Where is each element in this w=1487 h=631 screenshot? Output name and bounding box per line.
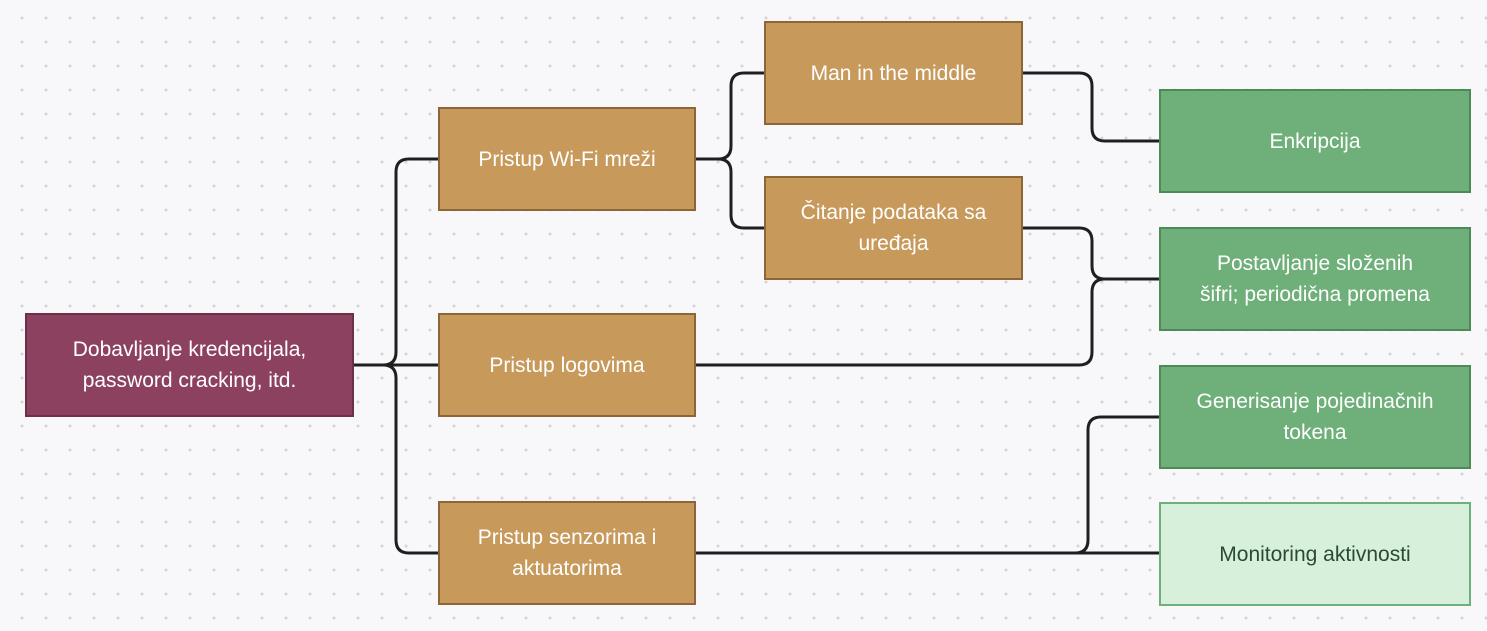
node-token-generation-label-line1: Generisanje pojedinačnih	[1196, 390, 1434, 413]
node-token-generation[interactable]: Generisanje pojedinačnih tokena	[1159, 365, 1471, 469]
node-activity-monitoring-label: Monitoring aktivnosti	[1219, 542, 1411, 566]
connector-sensors-to-tokens	[694, 415, 1163, 555]
node-sensors-access-label-line1: Pristup senzorima i	[477, 526, 657, 549]
node-encryption[interactable]: Enkripcija	[1159, 89, 1471, 193]
root-node-credentials[interactable]: Dobavljanje kredencijala, password crack…	[25, 313, 354, 417]
node-man-in-the-middle-label: Man in the middle	[810, 61, 977, 85]
connector-device-read-to-passwords	[1021, 226, 1163, 281]
node-wifi-access[interactable]: Pristup Wi-Fi mreži	[438, 107, 696, 211]
connector-wifi-to-mitm	[694, 71, 768, 161]
node-encryption-label: Enkripcija	[1269, 129, 1361, 153]
node-logs-access-label: Pristup logovima	[489, 353, 645, 377]
node-man-in-the-middle[interactable]: Man in the middle	[764, 21, 1023, 125]
node-logs-access[interactable]: Pristup logovima	[438, 313, 696, 417]
connector-root-to-wifi	[352, 157, 442, 367]
node-complex-passwords-label-line2: šifri; periodična promena	[1200, 283, 1430, 306]
node-device-data-read-label-line2: uređaja	[858, 232, 929, 255]
node-activity-monitoring[interactable]: Monitoring aktivnosti	[1159, 502, 1471, 606]
connector-root-to-sensors	[352, 363, 442, 555]
node-device-data-read[interactable]: Čitanje podataka sa uređaja	[764, 176, 1023, 280]
root-node-label-line1: Dobavljanje kredencijala,	[72, 338, 307, 361]
connector-logs-to-passwords	[694, 277, 1163, 367]
node-wifi-access-label: Pristup Wi-Fi mreži	[478, 147, 656, 171]
node-sensors-access-label-line2: aktuatorima	[512, 557, 622, 580]
connector-mitm-to-encryption	[1021, 71, 1163, 143]
node-device-data-read-label-line1: Čitanje podataka sa	[800, 201, 987, 224]
node-sensors-access[interactable]: Pristup senzorima i aktuatorima	[438, 501, 696, 605]
connector-wifi-to-device-read	[694, 157, 768, 230]
node-token-generation-label-line2: tokena	[1283, 421, 1347, 444]
root-node-label-line2: password cracking, itd.	[82, 369, 297, 392]
node-complex-passwords-label-line1: Postavljanje složenih	[1216, 252, 1414, 275]
node-complex-passwords[interactable]: Postavljanje složenih šifri; periodična …	[1159, 227, 1471, 331]
